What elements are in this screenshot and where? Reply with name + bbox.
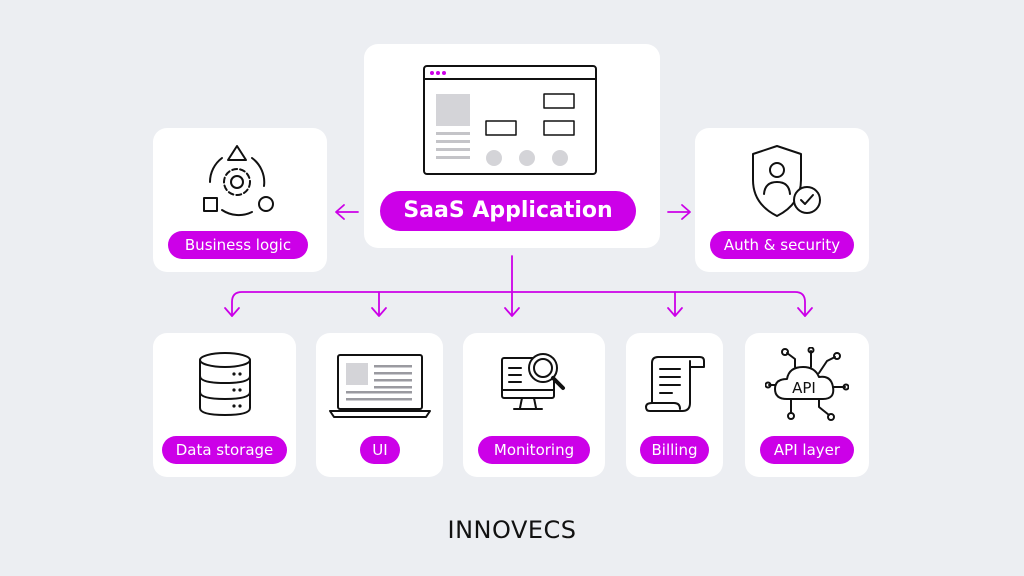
auth-security-label: Auth & security [710, 231, 854, 259]
arrow-to-billing [667, 291, 683, 317]
brand-logo: INNOVECS [447, 516, 577, 544]
business-logic-icon [203, 145, 274, 217]
business-logic-node: Business logic [153, 128, 327, 272]
billing-label: Billing [640, 436, 709, 464]
business-logic-label: Business logic [168, 231, 308, 259]
laptop-icon [329, 354, 431, 418]
browser-window-icon [423, 65, 597, 175]
arrow-to-api-layer [797, 307, 813, 317]
shield-user-icon [752, 145, 821, 217]
billing-node: Billing [626, 333, 723, 477]
monitor-magnifier-icon [501, 353, 565, 410]
arrow-to-auth-security [667, 204, 691, 220]
connector-bus [231, 291, 806, 317]
arrow-to-monitoring [504, 255, 520, 317]
saas-application-node: SaaS Application [364, 44, 660, 248]
data-storage-label: Data storage [162, 436, 287, 464]
arrow-to-business-logic [335, 204, 359, 220]
api-cloud-icon: API [765, 347, 849, 421]
ui-node: UI [316, 333, 443, 477]
monitoring-label: Monitoring [478, 436, 590, 464]
auth-security-node: Auth & security [695, 128, 869, 272]
monitoring-node: Monitoring [463, 333, 605, 477]
receipt-scroll-icon [645, 356, 705, 412]
api-layer-node: API API layer [745, 333, 869, 477]
api-icon-text: API [792, 379, 816, 397]
database-icon [199, 352, 251, 416]
arrow-to-ui [371, 291, 387, 317]
saas-application-label: SaaS Application [380, 191, 636, 231]
ui-label: UI [360, 436, 400, 464]
api-layer-label: API layer [760, 436, 854, 464]
data-storage-node: Data storage [153, 333, 296, 477]
arrow-to-data-storage [224, 307, 240, 317]
